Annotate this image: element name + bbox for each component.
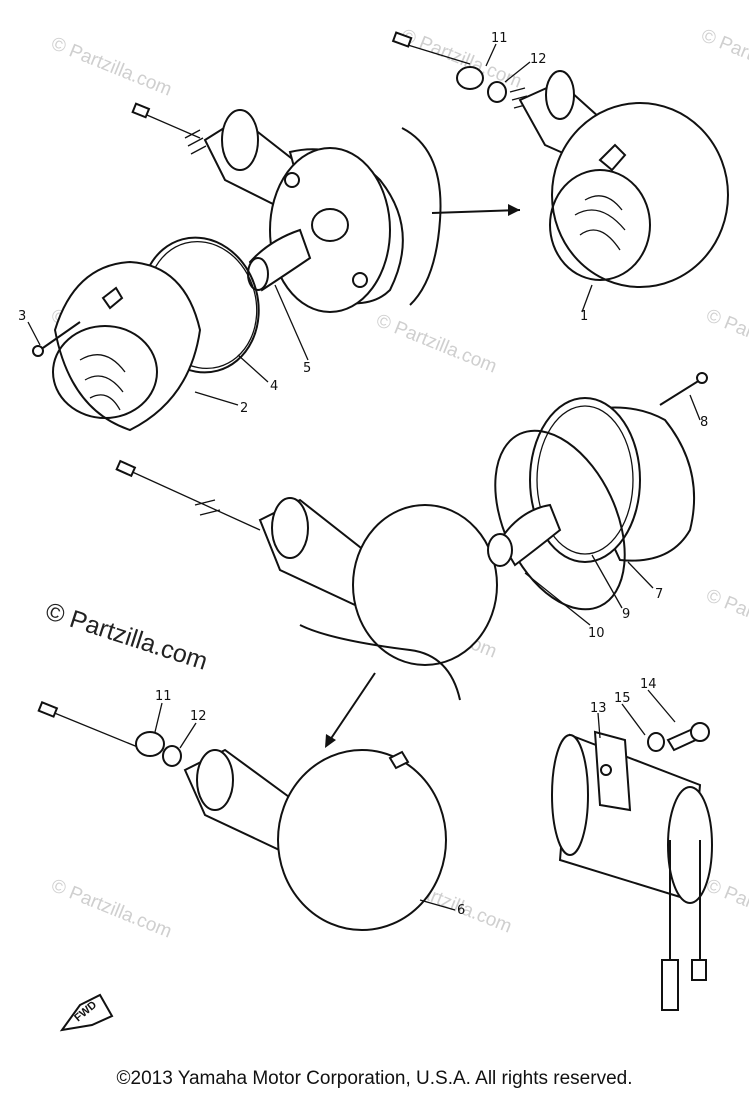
watermark: © Partzilla.com [373, 310, 500, 377]
callout-6: 6 [457, 903, 465, 918]
exploded-lamp-upper [32, 102, 404, 432]
flasher-relay [551, 722, 713, 1011]
fwd-arrow-shape [59, 993, 114, 1032]
callout-5: 5 [303, 361, 311, 376]
relay-wires [669, 840, 701, 960]
arrow-upper [431, 209, 521, 214]
lens-ribs [79, 354, 126, 411]
screw-3-head [32, 345, 44, 357]
callout-15: 15 [614, 691, 631, 706]
wire-terminal [37, 700, 59, 718]
callout-13: 13 [590, 701, 607, 716]
callout-9: 9 [622, 607, 630, 622]
lens-ribs [574, 195, 626, 251]
exploded-parts-diagram: © Partzilla.com © Partzilla.com © Partzi… [18, 25, 749, 1032]
copyright-notice: ©2013 Yamaha Motor Corporation, U.S.A. A… [116, 1068, 633, 1089]
wire-lead [51, 711, 151, 753]
wire-terminal [115, 459, 137, 478]
callout-3: 3 [18, 309, 26, 324]
housing-7-inner [536, 405, 634, 555]
bracket-hole [600, 764, 612, 776]
lamp-shell-lower [277, 749, 447, 931]
watermark: © Partzilla.com [698, 25, 749, 92]
assembled-lamp-lower [37, 700, 447, 931]
wire-sleeve [194, 499, 221, 516]
watermark: © Partzilla.com [703, 305, 749, 372]
lens-2-face [52, 325, 158, 419]
lens-slot [388, 750, 410, 770]
callout-labels: 11 12 3 1 5 4 2 8 7 9 10 11 12 13 15 14 … [18, 31, 708, 918]
bulb-10 [498, 503, 562, 567]
callout-2: 2 [240, 401, 248, 416]
watermark: © Partzilla.com [703, 875, 749, 942]
callout-10: 10 [588, 626, 605, 641]
washer-12-upper [487, 81, 507, 103]
bolt-14-head [690, 722, 710, 742]
relay-terminal-2 [691, 959, 707, 981]
arrow-lower-head [325, 734, 336, 748]
mount-base [545, 70, 575, 120]
screw-8 [659, 379, 701, 406]
wire-lead [397, 41, 471, 65]
socket-hole [311, 208, 349, 242]
watermark: © Partzilla.com [48, 875, 175, 942]
thread-stud [184, 129, 207, 155]
screw-3 [39, 321, 81, 351]
screw-8-head [696, 372, 708, 384]
relay-end [551, 734, 589, 856]
wire-terminal [131, 102, 151, 119]
bracket-lower [299, 624, 461, 701]
lens-face [549, 169, 651, 281]
leader-lines [27, 43, 701, 911]
callout-11-lower: 11 [155, 689, 172, 704]
callout-12-upper: 12 [530, 52, 547, 67]
mount-base [271, 497, 309, 559]
wire-lead [127, 469, 261, 531]
relay-terminal-1 [661, 959, 679, 1011]
assembled-lamp-upper [391, 31, 729, 288]
washer-15 [647, 732, 665, 752]
housing-7-rim [529, 397, 641, 563]
lens-slot [598, 143, 627, 172]
forward-direction-arrow: FWD [59, 993, 114, 1032]
tab-upper [284, 172, 300, 188]
watermark: © Partzilla.com [703, 585, 749, 652]
callout-1: 1 [580, 309, 588, 324]
callout-7: 7 [655, 587, 663, 602]
nut-11-upper [456, 66, 484, 90]
callout-4: 4 [270, 379, 278, 394]
bracket-upper [401, 127, 442, 306]
lens-2 [53, 260, 202, 432]
callout-8: 8 [700, 415, 708, 430]
nut-11-lower [135, 731, 165, 757]
lens-slot [101, 286, 124, 310]
mount-base [221, 109, 259, 171]
arrow-upper-head [508, 204, 520, 216]
bulb-10-tip [487, 533, 513, 567]
arrow-lower [329, 672, 376, 741]
relay-bracket [593, 730, 632, 812]
tab-lower [352, 272, 368, 288]
wire-lead [139, 111, 201, 139]
relay-face [667, 786, 713, 904]
callout-12-lower: 12 [190, 709, 207, 724]
mount-base [196, 749, 234, 811]
main-watermark: © Partzilla.com [42, 597, 211, 676]
callout-14: 14 [640, 677, 657, 692]
lamp-shell-middle [352, 504, 498, 666]
watermark: © Partzilla.com [48, 33, 175, 100]
callout-11-upper: 11 [491, 31, 508, 46]
washer-12-lower [162, 745, 182, 767]
exploded-lamp-middle [115, 372, 708, 666]
wire-terminal [391, 31, 413, 48]
lamp-shell [551, 102, 729, 288]
